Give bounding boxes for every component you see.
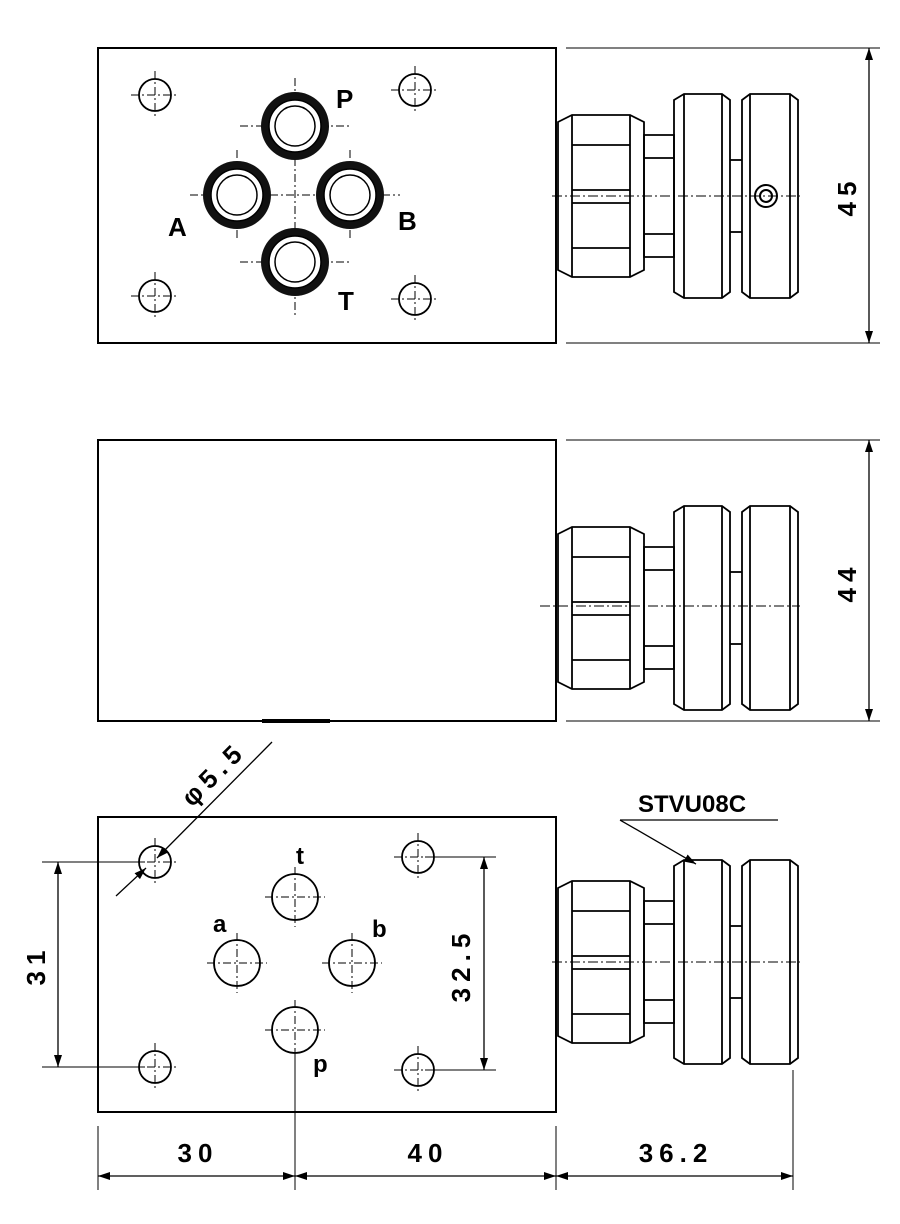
dim-30: 30: [178, 1138, 219, 1168]
port-b-label: B: [398, 206, 417, 236]
dim-45: 45: [832, 176, 862, 217]
port-b-ring: [315, 160, 385, 230]
port-t-ring: [260, 227, 330, 297]
top-view: P A B T 45: [97, 47, 880, 344]
mount-hole: [390, 65, 440, 115]
side-body: [97, 439, 557, 722]
dim-32-5: 32.5: [446, 928, 476, 1003]
port-p-ring: [260, 91, 330, 161]
pilot-b-label: b: [372, 916, 387, 943]
mount-hole: [390, 274, 440, 324]
lock-screw-icon: [754, 184, 778, 208]
port-p-label: P: [336, 84, 353, 114]
pilot-hole-t: [264, 866, 326, 928]
dim-36-2: 36.2: [639, 1138, 714, 1168]
bottom-body: [97, 816, 557, 1113]
mount-hole: [130, 271, 180, 321]
port-a-ring: [202, 160, 272, 230]
port-a-label: A: [168, 212, 187, 242]
dim-31: 31: [21, 945, 51, 986]
pilot-hole-a: [206, 932, 268, 994]
port-t-label: T: [338, 286, 354, 316]
bottom-view: t a b p φ5.5 STVU08C 31 32.5 30 4: [21, 735, 800, 1190]
mount-hole: [130, 70, 180, 120]
knob-assembly: [557, 505, 799, 711]
pilot-p-label: p: [313, 1051, 328, 1078]
pilot-a-label: a: [213, 911, 227, 938]
side-view: 44: [97, 439, 880, 723]
pilot-t-label: t: [296, 843, 304, 870]
part-number-label: STVU08C: [638, 791, 746, 818]
dim-40: 40: [408, 1138, 449, 1168]
dim-44: 44: [832, 562, 862, 603]
